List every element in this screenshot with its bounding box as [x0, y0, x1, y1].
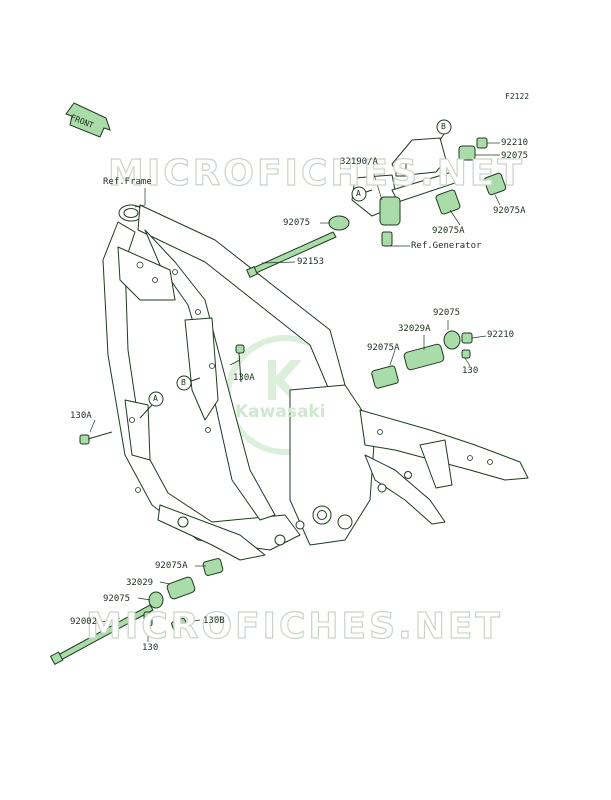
label-92075-mid-left: 92075: [283, 218, 311, 228]
part-130a-left: [79, 434, 90, 445]
label-130b: 130B: [203, 616, 225, 626]
label-92075a-bottom: 92075A: [155, 561, 188, 571]
part-92075-washer-mid: [328, 215, 350, 231]
label-92075-bottom: 92075: [103, 594, 131, 604]
label-32029: 32029: [126, 578, 154, 588]
label-92075a-top-left: 92075A: [432, 226, 465, 236]
part-130-right: [461, 349, 471, 359]
part-32029a: [403, 343, 445, 371]
top-mount-bracket: [351, 137, 459, 217]
frame-detail-bolts: [129, 261, 493, 493]
label-32190a: 32190/A: [340, 157, 378, 167]
watermark-top: MICROFICHES.NET: [107, 152, 525, 194]
part-92075a-right: [371, 365, 399, 389]
part-92075a-top-left: [435, 189, 461, 215]
part-130a-mid: [235, 344, 245, 354]
part-92210-right: [461, 332, 473, 344]
callout-b-mid-label: B: [181, 378, 186, 387]
label-92210-top: 92210: [501, 138, 529, 148]
callout-a-mid-label: A: [153, 394, 158, 403]
label-92210-right: 92210: [487, 330, 515, 340]
label-ref-generator: Ref.Generator: [411, 241, 482, 251]
watermark-logo-text: Kawasaki: [235, 402, 326, 422]
part-92075a-bottom: [202, 558, 224, 576]
label-92075-right: 92075: [433, 308, 461, 318]
figure-code: F2122: [505, 92, 530, 101]
label-130a-left: 130A: [70, 411, 92, 421]
callout-a-mid: [148, 391, 164, 407]
motorcycle-frame: [102, 204, 529, 561]
label-92075a-top-right: 92075A: [493, 206, 526, 216]
label-92075-top: 92075: [501, 151, 529, 161]
watermark-bottom: MICROFICHES.NET: [85, 605, 503, 647]
part-32029: [166, 576, 196, 600]
part-130-bottom: [143, 611, 153, 627]
callout-a-top-label: A: [356, 189, 361, 198]
label-92153: 92153: [297, 257, 325, 267]
label-130-right: 130: [462, 366, 479, 376]
label-130a-mid: 130A: [233, 373, 255, 383]
callout-b-top-label: B: [441, 122, 446, 131]
label-92002: 92002: [70, 617, 98, 627]
part-130b: [171, 617, 187, 631]
part-92075a-top-right: [483, 172, 507, 196]
part-92210-top: [476, 137, 488, 149]
label-ref-frame: Ref.Frame: [103, 177, 152, 187]
part-92075-washer-right: [443, 330, 461, 350]
leader-lines: [89, 142, 501, 642]
part-92075-top: [458, 145, 476, 161]
callout-b-mid: [176, 375, 192, 391]
label-92075a-right: 92075A: [367, 343, 400, 353]
front-arrow-icon: [65, 102, 111, 138]
part-generator-ref: [381, 231, 393, 247]
label-32029a: 32029A: [398, 324, 431, 334]
callout-circles: [139, 119, 452, 419]
part-bushing-top: [379, 196, 401, 226]
label-130-bottom: 130: [142, 643, 159, 653]
callout-a-top: [351, 186, 367, 202]
